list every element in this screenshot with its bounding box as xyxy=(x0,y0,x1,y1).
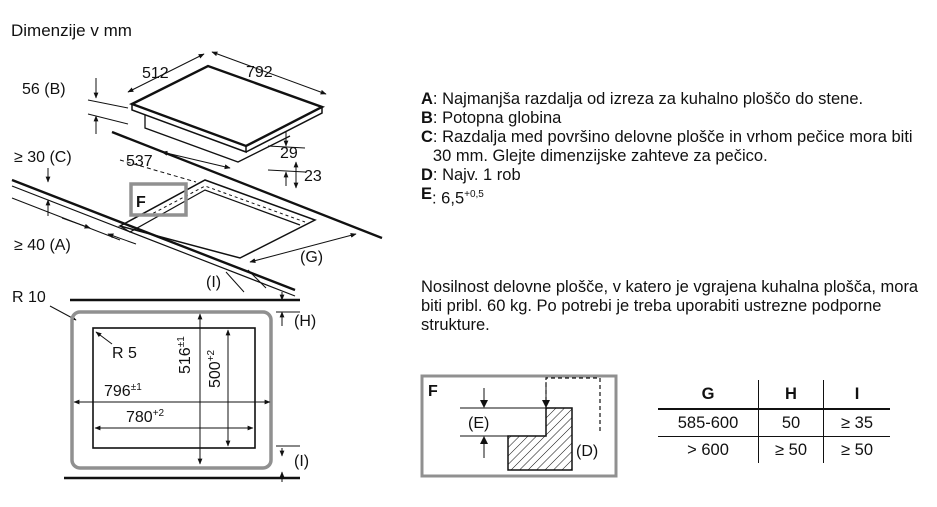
r5-label: R 5 xyxy=(112,345,137,362)
legend-item-c: C: Razdalja med površino delovne plošče … xyxy=(421,128,926,166)
legend-key: B xyxy=(421,109,433,127)
load-note: Nosilnost delovne plošče, v katero je vg… xyxy=(421,278,919,334)
label-i-plan: (I) xyxy=(294,453,309,470)
label-g: (G) xyxy=(300,249,323,266)
table-row: > 600 ≥ 50 ≥ 50 xyxy=(658,436,890,463)
legend-key: E xyxy=(421,185,433,203)
legend-text: : Najmanjša razdalja od izreza za kuhaln… xyxy=(432,90,864,108)
dim-23: 23 xyxy=(304,168,322,185)
legend-text: : Razdalja med površino delovne plošče i… xyxy=(432,128,913,165)
table-cell: ≥ 50 xyxy=(823,436,890,463)
r10-label: R 10 xyxy=(12,289,46,306)
label-f-diagram: F xyxy=(136,194,146,211)
legend: A: Najmanjša razdalja od izreza za kuhal… xyxy=(421,90,926,209)
dim-40-a: ≥ 40 (A) xyxy=(14,237,71,254)
table-cell: 585-600 xyxy=(658,409,759,437)
col-header-h: H xyxy=(758,380,824,410)
label-e: (E) xyxy=(468,415,489,432)
spec-table: G H I 585-600 50 ≥ 35 > 600 ≥ 50 ≥ 50 xyxy=(658,380,890,463)
detail-f: F (E) (D) xyxy=(420,374,618,478)
label-i-diagram: (I) xyxy=(206,274,221,291)
dim-500: 500+2 xyxy=(206,349,224,388)
legend-text: : 6,5+0,5 xyxy=(432,185,926,209)
dim-537: 537 xyxy=(126,153,153,170)
table-cell: > 600 xyxy=(687,440,729,459)
dim-792: 792 xyxy=(246,64,273,81)
legend-item-a: A: Najmanjša razdalja od izreza za kuhal… xyxy=(421,90,926,109)
page-title: Dimenzije v mm xyxy=(11,21,132,40)
legend-item-d: D: Najv. 1 rob xyxy=(421,166,926,185)
table-cell: 50 xyxy=(758,409,824,437)
legend-item-b: B: Potopna globina xyxy=(421,109,926,128)
installation-diagram: F 512 792 56 (B) 29 23 537 ≥ 30 (C) ≥ 40… xyxy=(11,51,383,297)
label-f-detail: F xyxy=(428,383,438,400)
table-row: 585-600 50 ≥ 35 xyxy=(658,409,890,437)
dim-780: 780+2 xyxy=(126,408,165,426)
legend-item-e: E: 6,5+0,5 xyxy=(421,185,926,209)
table-cell: ≥ 50 xyxy=(758,436,824,463)
dim-512: 512 xyxy=(142,65,169,82)
col-header-g: G xyxy=(658,380,759,410)
label-d: (D) xyxy=(576,443,598,460)
legend-key: A xyxy=(421,90,433,108)
table-header-row: G H I xyxy=(658,380,890,410)
dim-30-c: ≥ 30 (C) xyxy=(14,149,72,166)
label-h-plan: (H) xyxy=(294,313,316,330)
legend-key: D xyxy=(421,166,433,184)
legend-text: : Najv. 1 rob xyxy=(432,166,521,184)
col-header-i: I xyxy=(823,380,890,410)
dim-56-b: 56 (B) xyxy=(22,81,66,98)
legend-text: : Potopna globina xyxy=(432,109,562,127)
dim-516: 516±1 xyxy=(176,336,194,374)
dim-29: 29 xyxy=(280,145,298,162)
legend-text-value: : 6,5 xyxy=(432,189,465,208)
dim-796: 796±1 xyxy=(104,382,142,400)
cutout-plan: R 10 R 5 516±1 500+2 796±1 780+2 (H) (I) xyxy=(12,289,316,482)
legend-key: C xyxy=(421,128,433,146)
legend-text-sup: +0,5 xyxy=(464,189,484,200)
table-cell: ≥ 35 xyxy=(823,409,890,437)
